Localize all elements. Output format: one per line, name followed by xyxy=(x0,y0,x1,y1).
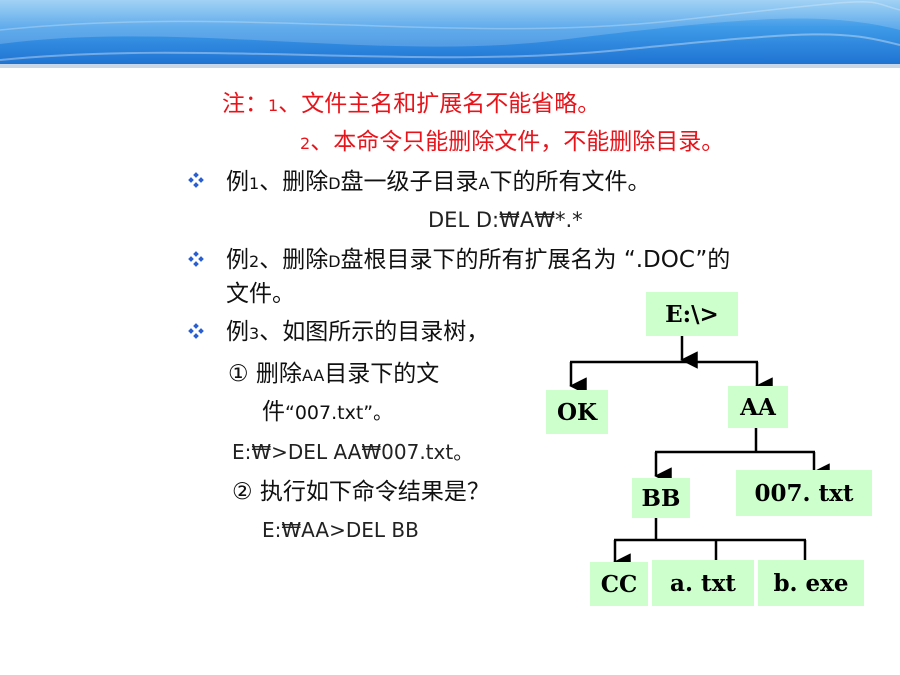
example-1-part1: 、删除 xyxy=(259,169,329,195)
example-2-drive: D xyxy=(328,252,341,271)
example-2-prefix: 例 xyxy=(226,247,249,273)
note-line-2-number: 2 xyxy=(300,134,311,153)
note-label: 注： xyxy=(222,91,268,117)
example-3-question-1-continued: 件“007.txt”。 xyxy=(262,392,392,426)
note-line-1-text: 、文件主名和扩展名不能省略。 xyxy=(278,91,601,117)
tree-node-b-exe: b. exe xyxy=(758,560,864,606)
tree-node-007-txt: 007. txt xyxy=(736,470,872,516)
question-1-part1: ① 删除 xyxy=(228,361,302,387)
example-1-command: DEL D:₩A₩*.* xyxy=(428,208,583,232)
note-line-2: 2、本命令只能删除文件，不能删除目录。 xyxy=(300,122,724,156)
example-1-dir: A xyxy=(478,174,490,193)
example-3-number: 3 xyxy=(249,324,260,343)
example-1-text: 例1、删除D盘一级子目录A下的所有文件。 xyxy=(226,162,650,196)
tree-node-root: E:\> xyxy=(646,292,738,336)
banner-wave-decoration xyxy=(0,0,900,68)
diamond-bullet-icon xyxy=(188,323,204,339)
note-line-1-number: 1 xyxy=(268,96,279,115)
example-1-part2: 盘一级子目录 xyxy=(340,169,479,195)
example-2-text: 例2、删除D盘根目录下的所有扩展名为 “.DOC”的 xyxy=(226,240,730,274)
example-1-drive: D xyxy=(328,174,341,193)
example-3-part1: 、如图所示的目录树， xyxy=(259,319,490,345)
tree-node-cc: CC xyxy=(590,562,648,606)
tree-node-a-txt: a. txt xyxy=(652,560,754,606)
example-3-question-1: ① 删除AA目录下的文 xyxy=(228,354,439,388)
note-line-1: 注：1、文件主名和扩展名不能省略。 xyxy=(222,84,600,118)
example-3-command-1: E:₩>DEL AA₩007.txt。 xyxy=(232,440,474,464)
diamond-bullet-icon xyxy=(188,251,204,267)
example-1-part3: 下的所有文件。 xyxy=(489,169,651,195)
example-3-question-2: ② 执行如下命令结果是？ xyxy=(232,479,490,505)
example-2-part2: 盘根目录下的所有扩展名为 “.DOC”的 xyxy=(340,247,731,273)
tree-node-bb: BB xyxy=(632,478,690,518)
note-line-2-text: 、本命令只能删除文件，不能删除目录。 xyxy=(310,129,725,155)
example-2-text-continued: 文件。 xyxy=(226,281,295,307)
example-3-text: 例3、如图所示的目录树， xyxy=(226,312,489,346)
example-2-number: 2 xyxy=(249,252,260,271)
header-banner xyxy=(0,0,900,68)
example-1-number: 1 xyxy=(249,174,260,193)
tree-node-ok: OK xyxy=(546,390,608,434)
tree-node-aa: AA xyxy=(728,386,788,428)
diamond-bullet-icon xyxy=(188,172,204,188)
example-3-prefix: 例 xyxy=(226,319,249,345)
question-1-part2: 目录下的文 xyxy=(324,361,440,387)
question-1-dir: AA xyxy=(301,366,325,385)
example-1-prefix: 例 xyxy=(226,169,249,195)
example-2-part1: 、删除 xyxy=(259,247,329,273)
example-3-command-2: E:₩AA>DEL BB xyxy=(262,518,419,542)
question-1-part3: 件 xyxy=(262,399,285,425)
question-1-filename: “007.txt”。 xyxy=(285,402,393,424)
